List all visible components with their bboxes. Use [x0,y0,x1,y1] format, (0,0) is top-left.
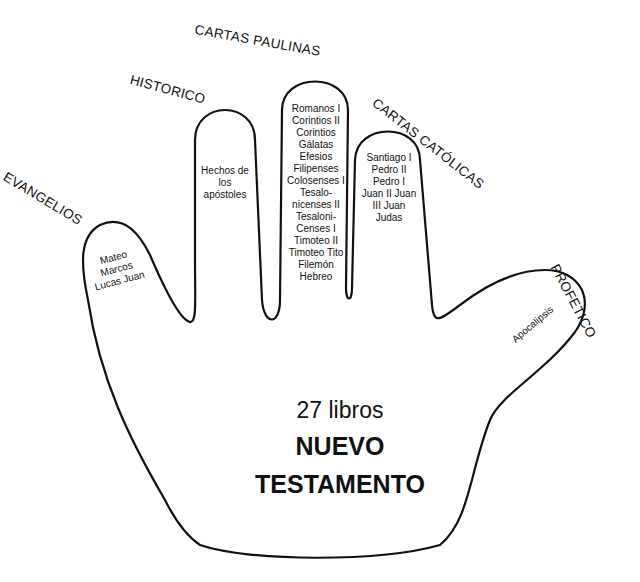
finger-region: PROFETICOApocalipsis [484,320,574,332]
book-list: Romanos I Corintios II Corintios Gálatas… [285,103,347,283]
group-heading: CARTAS PAULINAS [196,23,257,34]
book-count: 27 libros [250,393,430,428]
finger-region: HISTORICOHechos de los apóstoles [197,165,253,201]
group-heading: CARTAS CATÓLICAS [378,96,422,130]
group-heading: EVANGELIOS [8,170,56,199]
finger-region: CARTAS PAULINASRomanos I Corintios II Co… [285,103,347,283]
hand-path [83,82,585,558]
book-list: Mateo Marcos Lucas Juan [85,245,148,294]
book-list: Santiago I Pedro II Pedro I Juan II Juan… [361,152,417,224]
group-heading: HISTORICO [132,73,186,87]
book-list: Hechos de los apóstoles [197,165,253,201]
finger-region: CARTAS CATÓLICASSantiago I Pedro II Pedr… [361,152,417,224]
testament-title: NUEVO TESTAMENTO [240,428,440,503]
finger-region: EVANGELIOSMateo Marcos Lucas Juan [84,252,140,288]
